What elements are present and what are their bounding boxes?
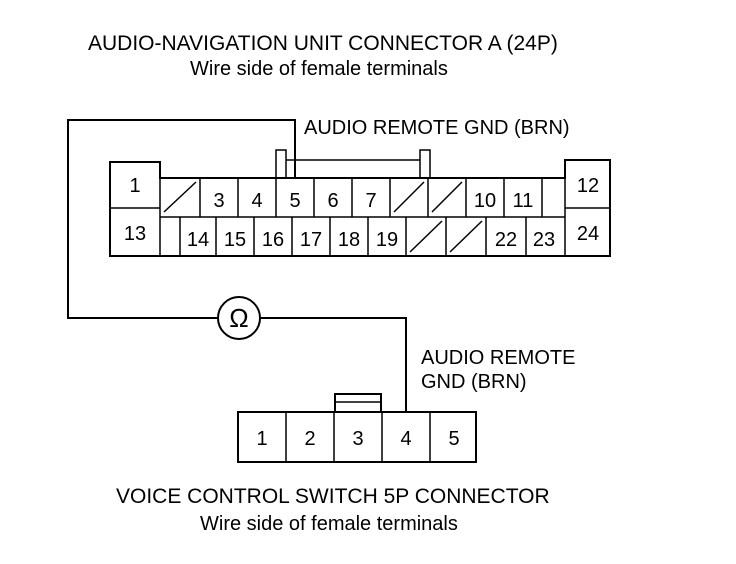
empty-cavity-mark (409, 220, 443, 253)
wire-to-connector-b (260, 317, 407, 412)
connector-a-title: AUDIO-NAVIGATION UNIT CONNECTOR A (24P) (88, 32, 558, 55)
connector-b-wire-label-line1: AUDIO REMOTE (421, 347, 575, 369)
pin-label: 18 (338, 229, 360, 251)
pin-label: 3 (352, 428, 363, 450)
connector-b-title: VOICE CONTROL SWITCH 5P CONNECTOR (116, 485, 550, 508)
pin-label: 11 (513, 190, 534, 212)
pin-label: 7 (365, 190, 376, 212)
pin-label: 4 (400, 428, 411, 450)
pin-label: 10 (474, 190, 496, 212)
connector-a-wire-label: AUDIO REMOTE GND (BRN) (304, 117, 570, 139)
pin-label: 2 (304, 428, 315, 450)
pin-label: 1 (129, 175, 140, 197)
pin-label: 3 (213, 190, 224, 212)
pin-label: 5 (289, 190, 300, 212)
pin-label: 13 (124, 223, 146, 245)
wire-to-connector-a (67, 119, 296, 319)
pin-label: 14 (187, 229, 209, 251)
pin-label: 22 (495, 229, 517, 251)
pin-label: 23 (533, 229, 555, 251)
pin-label: 24 (577, 223, 599, 245)
connector-a-top-row: 1 3 4 5 6 7 10 11 12 (129, 175, 599, 212)
empty-cavity-mark (449, 220, 483, 253)
empty-cavity-mark (163, 181, 197, 213)
test-wiring: Ω (67, 119, 407, 412)
connector-a-lock-tab (275, 149, 287, 179)
connector-b-subtitle: Wire side of female terminals (200, 513, 458, 535)
pin-label: 19 (376, 229, 398, 251)
pin-label: 16 (262, 229, 284, 251)
connector-b: 1 2 3 4 5 (237, 393, 477, 463)
pin-label: 5 (448, 428, 459, 450)
connector-b-lock-tab (334, 393, 382, 413)
connector-a-lock-tab (419, 149, 431, 179)
connector-b-wire-label-line2: GND (BRN) (421, 371, 527, 393)
pin-label: 4 (251, 190, 262, 212)
connector-a-subtitle: Wire side of female terminals (190, 58, 448, 80)
connector-a (109, 149, 611, 257)
pin-label: 6 (327, 190, 338, 212)
empty-cavity-mark (393, 181, 425, 213)
pin-label: 12 (577, 175, 599, 197)
connector-a-bottom-row: 13 14 15 16 17 18 19 22 23 24 (124, 223, 599, 251)
pin-label: 1 (256, 428, 267, 450)
pin-label: 15 (224, 229, 246, 251)
empty-cavity-mark (431, 181, 463, 213)
pin-label: 17 (300, 229, 322, 251)
ohm-symbol: Ω (229, 303, 248, 333)
